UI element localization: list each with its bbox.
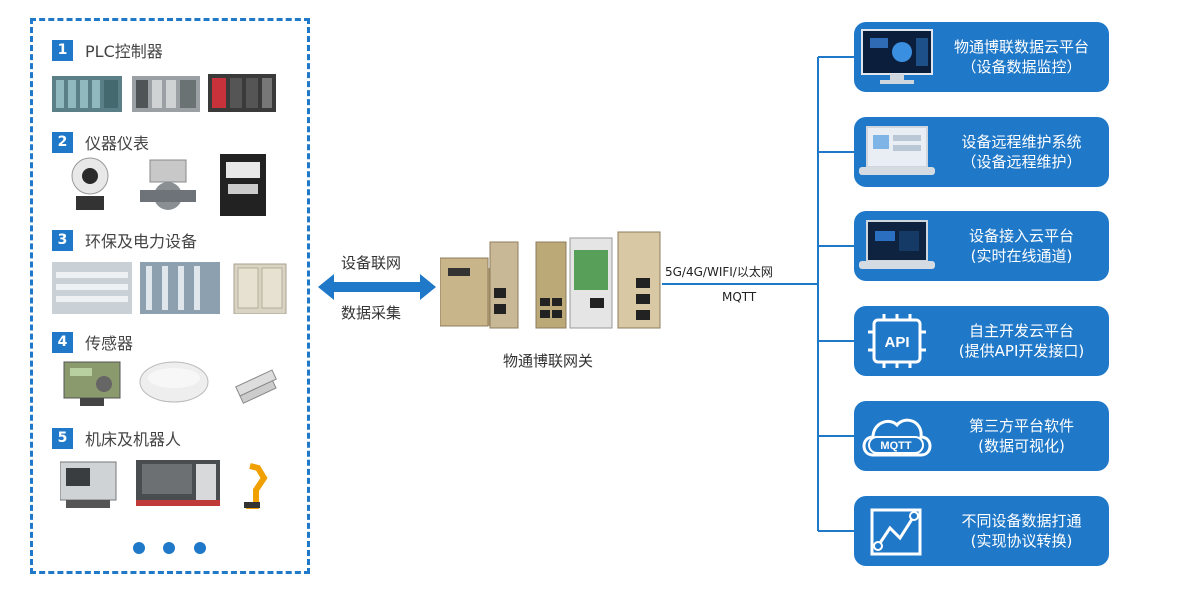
gateway-label: 物通博联网关 xyxy=(503,352,594,370)
protocol-label: 5G/4G/WIFI/以太网 xyxy=(665,265,773,279)
api-chip-icon: API xyxy=(854,306,940,376)
chart-line-icon xyxy=(854,496,940,566)
machine-tool-images xyxy=(60,460,268,509)
platform-subtitle: (实现协议转换) xyxy=(970,532,1073,550)
gateway-devices xyxy=(440,231,661,329)
platform-card-remote-maintenance[interactable]: 设备远程维护系统 （设备远程维护） xyxy=(854,117,1109,187)
laptop-icon xyxy=(854,117,940,187)
category-number: 2 xyxy=(52,131,73,153)
arrow-label-networking: 设备联网 xyxy=(341,254,402,272)
platform-title: 设备接入云平台 xyxy=(968,227,1074,245)
category-label: 机床及机器人 xyxy=(85,430,182,449)
category-number: 1 xyxy=(52,39,73,61)
instrument-images xyxy=(71,154,266,216)
platform-subtitle: （设备数据监控） xyxy=(961,58,1082,76)
more-dot xyxy=(163,542,175,554)
category-label: PLC控制器 xyxy=(85,42,163,61)
platform-title: 设备远程维护系统 xyxy=(961,133,1082,151)
device-panel xyxy=(30,18,310,574)
platform-subtitle: （设备远程维护） xyxy=(961,153,1082,171)
monitor-dashboard-icon xyxy=(854,22,940,92)
laptop-dark-icon xyxy=(854,211,940,281)
mqtt-icon-text: MQTT xyxy=(880,440,911,452)
category-number: 5 xyxy=(52,427,73,449)
platform-card-third-party[interactable]: MQTT 第三方平台软件 (数据可视化) xyxy=(854,401,1109,471)
more-dot xyxy=(133,542,145,554)
platform-subtitle: (实时在线通道) xyxy=(970,247,1073,265)
category-number: 4 xyxy=(52,331,73,353)
more-dot xyxy=(194,542,206,554)
environmental-images xyxy=(52,262,287,314)
category-machine-tools: 5 机床及机器人 xyxy=(52,426,181,450)
platform-title: 自主开发云平台 xyxy=(968,322,1074,340)
platform-subtitle: (数据可视化) xyxy=(978,437,1065,455)
category-number: 3 xyxy=(52,229,73,251)
mqtt-label: MQTT xyxy=(722,290,757,304)
category-environmental: 3 环保及电力设备 xyxy=(52,228,197,252)
plc-images xyxy=(52,74,276,112)
api-icon-text: API xyxy=(884,334,909,351)
category-label: 传感器 xyxy=(85,334,134,353)
double-arrow-icon xyxy=(318,274,436,300)
category-sensors: 4 传感器 xyxy=(52,330,133,354)
category-label: 环保及电力设备 xyxy=(85,232,198,251)
sensor-images xyxy=(63,361,277,406)
category-instruments: 2 仪器仪表 xyxy=(52,130,149,154)
platform-card-data-cloud[interactable]: 物通博联数据云平台 （设备数据监控） xyxy=(854,22,1109,92)
platform-title: 不同设备数据打通 xyxy=(961,512,1082,530)
platform-card-protocol-conversion[interactable]: 不同设备数据打通 (实现协议转换) xyxy=(854,496,1109,566)
platform-title: 第三方平台软件 xyxy=(968,417,1074,435)
category-plc: 1 PLC控制器 xyxy=(52,38,163,62)
arrow-label-collection: 数据采集 xyxy=(341,304,402,322)
platform-card-api[interactable]: API 自主开发云平台 (提供API开发接口) xyxy=(854,306,1109,376)
category-label: 仪器仪表 xyxy=(85,134,150,153)
platform-subtitle: (提供API开发接口) xyxy=(958,342,1085,360)
platform-title: 物通博联数据云平台 xyxy=(953,38,1089,56)
platform-card-device-access[interactable]: 设备接入云平台 (实时在线通道) xyxy=(854,211,1109,281)
mqtt-cloud-icon: MQTT xyxy=(854,401,940,471)
